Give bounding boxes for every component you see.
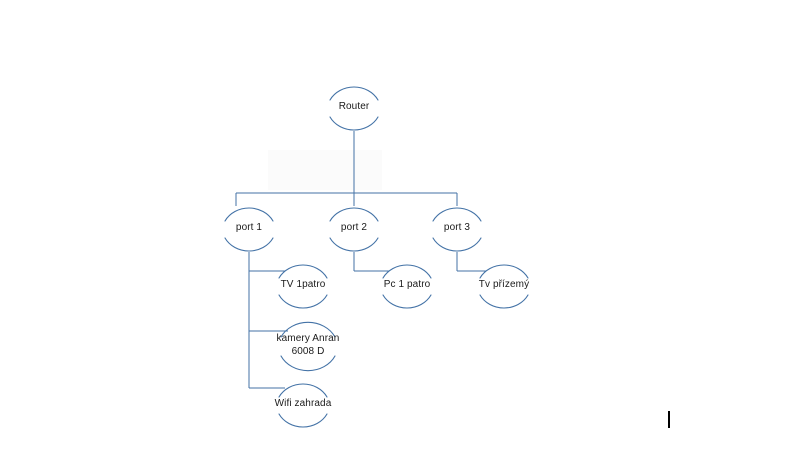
connector-lines [235, 131, 486, 389]
node-shape-port3-bottom [432, 237, 482, 252]
node-shape-wifi-bottom [278, 413, 328, 428]
node-shape-port1 [224, 207, 274, 222]
node-shape-port3 [432, 207, 482, 222]
node-ellipses [224, 86, 529, 428]
node-shape-kamery [280, 321, 336, 338]
node-shape-wifi [278, 383, 328, 398]
node-shape-kamery-bottom [280, 355, 336, 372]
node-shape-tvprizemy-bottom [479, 294, 529, 309]
node-shape-tvprizemy [479, 264, 529, 279]
text-caret [668, 411, 670, 428]
node-shape-port2 [329, 207, 379, 222]
node-shape-router-bottom [329, 116, 379, 131]
node-shape-tv1patro [278, 264, 328, 279]
node-shape-port1-bottom [224, 237, 274, 252]
node-shape-router [329, 86, 379, 101]
node-shape-port2-bottom [329, 237, 379, 252]
node-shape-pc1patro [382, 264, 432, 279]
node-shape-pc1patro-bottom [382, 294, 432, 309]
node-shape-tv1patro-bottom [278, 294, 328, 309]
